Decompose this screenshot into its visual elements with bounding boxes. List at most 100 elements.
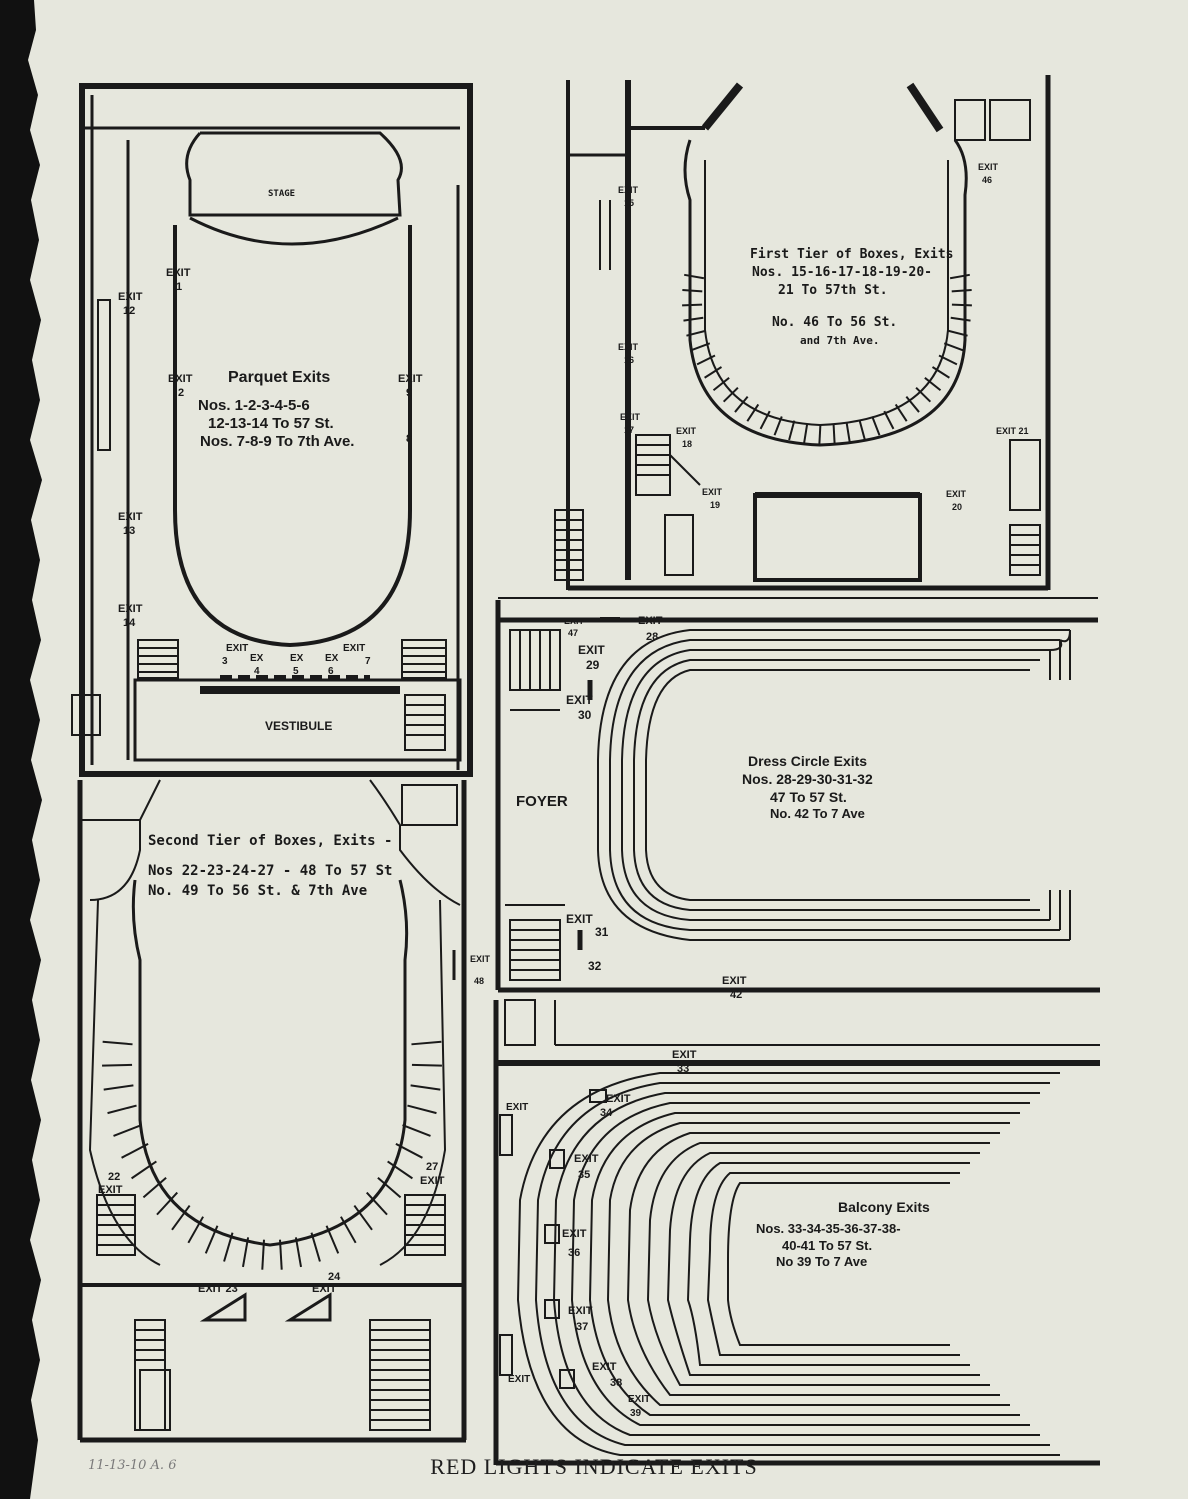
- box-partition: [683, 316, 704, 322]
- box-partition: [682, 303, 703, 307]
- torn-scan-edge: [0, 0, 42, 1499]
- dress-circle-labels: Dress Circle Exits Nos. 28-29-30-31-32 4…: [516, 615, 873, 1001]
- exit-47-number: 47: [568, 628, 578, 638]
- box-partition: [377, 1177, 402, 1199]
- parquet-line-2: 12-13-14 To 57 St.: [208, 415, 334, 432]
- balcony-labels: Balcony Exits Nos. 33-34-35-36-37-38- 40…: [506, 1049, 930, 1419]
- exit-38-label: EXIT: [592, 1361, 617, 1373]
- exit-37-label: EXIT: [568, 1305, 593, 1317]
- exit-32-number: 32: [588, 959, 602, 973]
- box-partition: [395, 1142, 423, 1159]
- exit-13-number: 13: [123, 525, 135, 537]
- exit-47-label: EXIT: [564, 616, 585, 626]
- parquet-title: Parquet Exits: [228, 369, 330, 386]
- box-partition: [845, 423, 851, 444]
- exit-23-label: EXIT 23: [198, 1283, 238, 1295]
- parquet-labels: STAGE Parquet Exits Nos. 1-2-3-4-5-6 12-…: [118, 189, 423, 733]
- box-partition: [131, 1160, 157, 1180]
- exit-46-label: EXIT: [978, 162, 999, 172]
- exit-21-label: EXIT 21: [996, 426, 1029, 436]
- exit-46-number: 46: [982, 175, 992, 185]
- second-tier-plan: [77, 779, 467, 1443]
- box-partition: [905, 395, 920, 413]
- exit-18-number: 18: [682, 439, 692, 449]
- exit-2-number: 2: [178, 387, 184, 399]
- exit-9-number: 9: [406, 387, 412, 399]
- balcony-line-2: 40-41 To 57 St.: [782, 1238, 872, 1253]
- first-tier-line-3: No. 46 To 56 St.: [772, 315, 897, 330]
- box-partition: [171, 1204, 191, 1231]
- second-tier-title: Second Tier of Boxes, Exits -: [148, 833, 392, 849]
- balcony-title: Balcony Exits: [838, 1199, 930, 1215]
- foyer-label: FOYER: [516, 793, 568, 810]
- box-partition: [734, 395, 749, 413]
- parquet-plan: [71, 83, 473, 777]
- box-partition: [103, 1084, 134, 1091]
- exit-22-label: EXIT: [98, 1184, 123, 1196]
- exit-12-number: 12: [123, 305, 135, 317]
- exit-42-number: 42: [730, 989, 742, 1001]
- exit-5-label: EX: [290, 653, 304, 664]
- box-partition: [142, 1177, 167, 1199]
- box-partition: [894, 403, 908, 422]
- box-partition: [294, 1237, 303, 1268]
- exit-29-label: EXIT: [578, 643, 605, 657]
- exit-16-label: EXIT: [618, 342, 639, 352]
- box-partition: [883, 410, 895, 430]
- pencil-annotation: 11-13-10 A. 6: [88, 1458, 177, 1473]
- exit-35-number: 35: [578, 1169, 590, 1181]
- exit-20-label: EXIT: [946, 489, 967, 499]
- exit-48-label: EXIT: [470, 954, 491, 964]
- parquet-stage-label: STAGE: [268, 189, 295, 199]
- box-partition: [773, 416, 783, 436]
- box-partition: [759, 410, 771, 430]
- exit-28-number: 28: [646, 631, 658, 643]
- box-partition: [686, 329, 707, 337]
- exit-33-label: EXIT: [672, 1049, 697, 1061]
- exit-3-label: EXIT: [226, 643, 248, 654]
- box-partition: [684, 273, 705, 280]
- exit-7-label: EXIT: [343, 643, 365, 654]
- box-partition: [340, 1216, 357, 1244]
- exit-17-number: 17: [624, 425, 634, 435]
- box-partition: [366, 1191, 388, 1216]
- box-partition: [722, 386, 739, 403]
- box-partition: [931, 366, 950, 379]
- exit-19-label: EXIT: [702, 487, 723, 497]
- exit-30-label: EXIT: [566, 693, 593, 707]
- exit-14-number: 14: [123, 617, 136, 629]
- box-partition: [107, 1104, 137, 1115]
- dress-circle-plan: [495, 597, 1100, 993]
- exit-balcony-left-top: EXIT: [506, 1102, 528, 1113]
- box-partition: [102, 1040, 133, 1046]
- parquet-line-1: Nos. 1-2-3-4-5-6: [198, 397, 310, 414]
- exit-balcony-left-bottom: EXIT: [508, 1374, 530, 1385]
- box-partition: [712, 377, 730, 392]
- exit-39-number: 39: [630, 1408, 642, 1419]
- box-partition: [402, 1124, 431, 1137]
- exit-8-number: 8: [406, 433, 412, 445]
- exit-15-number: 15: [624, 198, 634, 208]
- exit-28-label: EXIT: [638, 615, 663, 627]
- box-partition: [947, 329, 968, 337]
- exit-14-label: EXIT: [118, 603, 143, 615]
- box-partition: [407, 1104, 437, 1115]
- exit-22-number: 22: [108, 1171, 120, 1183]
- box-partition: [915, 386, 932, 403]
- exit-34-label: EXIT: [606, 1093, 631, 1105]
- box-partition: [113, 1124, 142, 1137]
- box-partition: [943, 342, 964, 352]
- exit-33-number: 33: [677, 1063, 689, 1075]
- exit-27-number: 27: [426, 1161, 438, 1173]
- first-tier-labels: First Tier of Boxes, Exits Nos. 15-16-17…: [618, 162, 1029, 512]
- balcony-line-3: No 39 To 7 Ave: [776, 1254, 867, 1269]
- box-partition: [102, 1063, 133, 1067]
- box-partition: [387, 1160, 413, 1180]
- box-partition: [310, 1232, 321, 1262]
- box-partition: [950, 316, 971, 322]
- box-partition: [803, 423, 809, 444]
- box-partition: [832, 424, 836, 445]
- box-partition: [858, 420, 866, 441]
- exit-38-number: 38: [610, 1377, 622, 1389]
